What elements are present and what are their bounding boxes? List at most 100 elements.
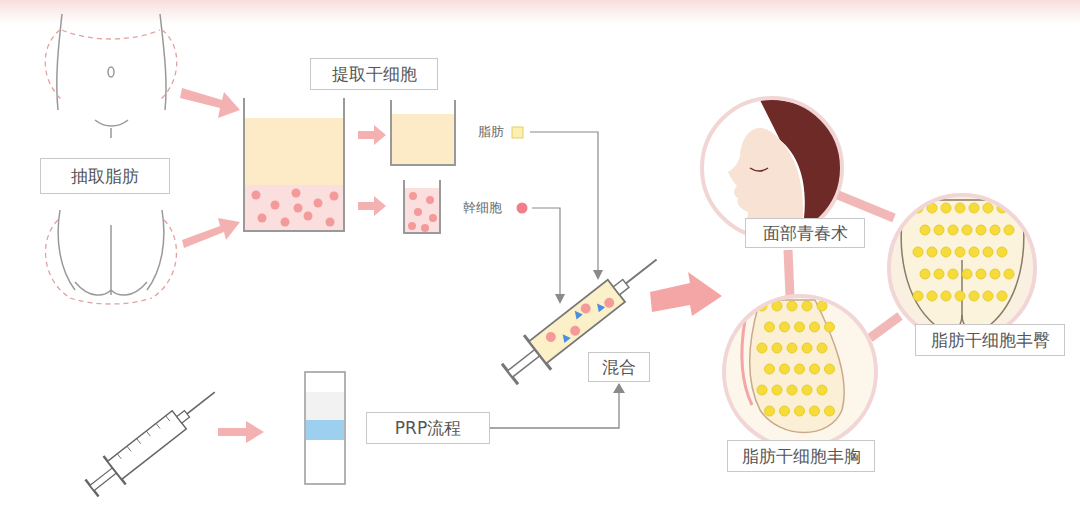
fat-dot bbox=[802, 343, 812, 353]
fat-dot bbox=[962, 225, 972, 235]
tick bbox=[137, 439, 141, 444]
tick bbox=[156, 423, 160, 428]
cell-dot bbox=[314, 199, 323, 208]
fat-dot bbox=[976, 269, 986, 279]
fat-dot bbox=[787, 301, 797, 311]
fat-dot bbox=[780, 406, 790, 416]
fat-dot bbox=[997, 247, 1007, 257]
cell-dot bbox=[292, 189, 301, 198]
fat-dot bbox=[802, 385, 812, 395]
buttocks-illustration bbox=[888, 194, 1036, 342]
fat-dot bbox=[920, 225, 930, 235]
cell-dot bbox=[326, 218, 335, 227]
big-arrow bbox=[650, 272, 722, 316]
cell-dot bbox=[271, 201, 280, 210]
cell-dot bbox=[414, 208, 422, 216]
prp-mark bbox=[559, 332, 570, 343]
fat-dot bbox=[969, 247, 979, 257]
fat-dot bbox=[810, 406, 820, 416]
fat-dot bbox=[934, 225, 944, 235]
fat-dot bbox=[757, 385, 767, 395]
item-label: 脂肪 bbox=[478, 123, 504, 141]
fat-dot bbox=[941, 291, 951, 301]
cell-dot bbox=[281, 218, 290, 227]
box-text: 脂肪干细胞丰臀 bbox=[931, 329, 1050, 352]
cell-dot bbox=[429, 214, 437, 222]
box-text: 提取干细胞 bbox=[332, 63, 417, 86]
face-ring bbox=[702, 98, 842, 238]
source-box: 抽取脂肪 bbox=[40, 158, 170, 194]
connector-line bbox=[490, 384, 619, 428]
fat-dot bbox=[795, 406, 805, 416]
fat-dot bbox=[934, 269, 944, 279]
fat-dot bbox=[1004, 269, 1014, 279]
tick bbox=[166, 416, 170, 421]
fat-dot bbox=[810, 364, 820, 374]
test-tube bbox=[305, 372, 345, 484]
fat-dot bbox=[927, 247, 937, 257]
result-box: 脂肪干细胞丰胸 bbox=[727, 440, 875, 472]
connector bbox=[490, 383, 625, 428]
fat-dot bbox=[825, 322, 835, 332]
box-text: PRP流程 bbox=[395, 417, 461, 440]
cell-dot bbox=[426, 196, 434, 204]
process-box: 提取干细胞 bbox=[310, 58, 438, 90]
cell-dot bbox=[421, 224, 429, 232]
fat-dot bbox=[765, 406, 775, 416]
cell-dot bbox=[294, 204, 303, 213]
fat-dot bbox=[955, 203, 965, 213]
fat-dot bbox=[948, 225, 958, 235]
fat-dot bbox=[802, 301, 812, 311]
fat-dot bbox=[969, 203, 979, 213]
fat-dot bbox=[787, 343, 797, 353]
tick bbox=[127, 446, 131, 451]
hip-outline bbox=[57, 14, 166, 138]
box-text: 抽取脂肪 bbox=[71, 165, 139, 188]
small-arrow bbox=[358, 125, 386, 216]
fat-dot bbox=[913, 291, 923, 301]
box-text: 混合 bbox=[602, 356, 636, 379]
breast-ring bbox=[724, 296, 876, 448]
cell-dot bbox=[579, 301, 593, 315]
fat-dot bbox=[795, 322, 805, 332]
fat-dot bbox=[772, 385, 782, 395]
fat-dot bbox=[927, 291, 937, 301]
cell-dot bbox=[568, 324, 582, 338]
prp-mark bbox=[594, 301, 605, 312]
fat-dot bbox=[780, 322, 790, 332]
process-box: PRP流程 bbox=[366, 412, 490, 444]
item-label: 幹细胞 bbox=[463, 199, 502, 217]
fat-dot bbox=[825, 406, 835, 416]
fat-dot bbox=[990, 225, 1000, 235]
process-box: 混合 bbox=[588, 352, 650, 382]
fat-dot bbox=[765, 322, 775, 332]
fat-dot bbox=[941, 247, 951, 257]
result-box: 脂肪干细胞丰臀 bbox=[915, 324, 1065, 356]
stem-cell-dot bbox=[517, 203, 528, 214]
fat-dot bbox=[817, 343, 827, 353]
buttocks-dashes bbox=[46, 220, 177, 304]
fat-dot bbox=[817, 385, 827, 395]
cell-dot bbox=[304, 212, 313, 221]
fat-dot bbox=[941, 203, 951, 213]
pink-arrow bbox=[180, 88, 240, 248]
buttocks-ring bbox=[889, 195, 1035, 341]
fat-dot bbox=[983, 203, 993, 213]
fat-dot bbox=[955, 291, 965, 301]
syringe bbox=[496, 242, 670, 391]
arrowhead bbox=[613, 383, 625, 393]
fat-dot bbox=[948, 269, 958, 279]
cell-dot bbox=[252, 191, 261, 200]
fat-dot bbox=[913, 247, 923, 257]
box-text: 面部青春术 bbox=[763, 222, 848, 245]
fat-dot bbox=[983, 247, 993, 257]
tick bbox=[117, 454, 121, 459]
top-band bbox=[0, 0, 1080, 24]
result-box: 面部青春术 bbox=[745, 218, 865, 248]
prp-syringe bbox=[81, 378, 226, 502]
fat-dot bbox=[969, 291, 979, 301]
cell-dot bbox=[409, 192, 417, 200]
cell-dot bbox=[544, 330, 558, 344]
